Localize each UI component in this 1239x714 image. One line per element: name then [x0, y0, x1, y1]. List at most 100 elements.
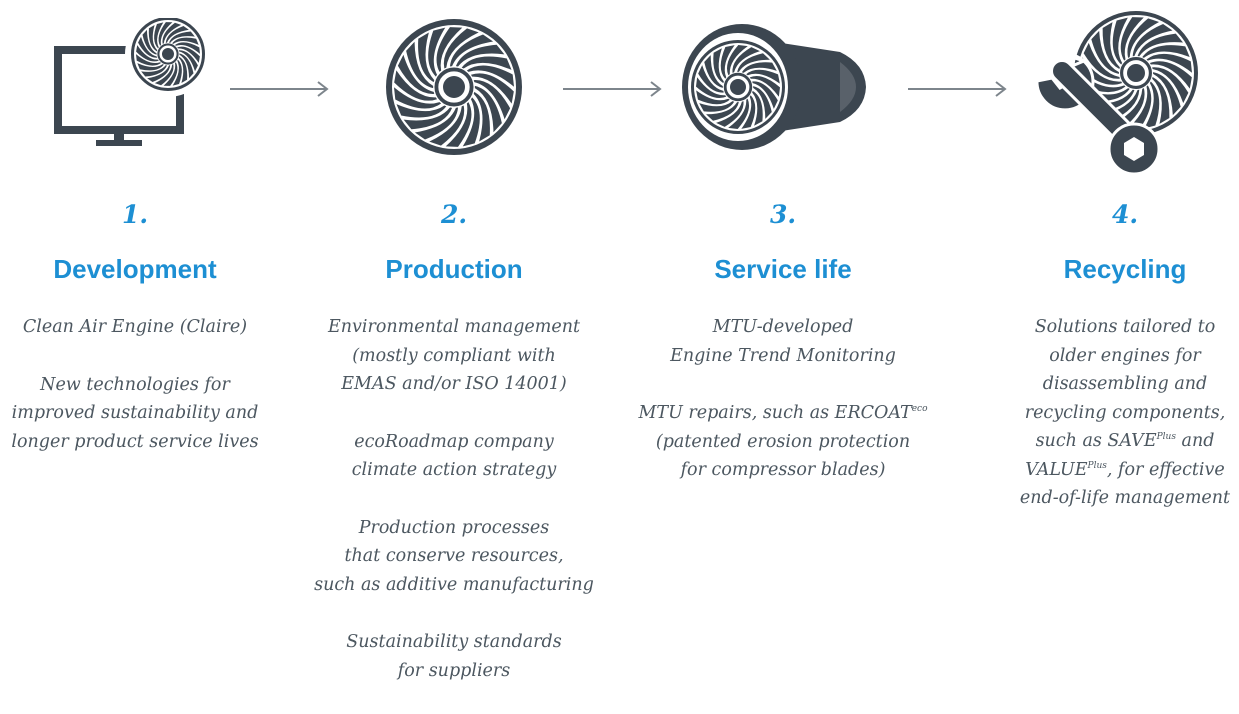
text-line: Sustainability standards: [346, 632, 562, 652]
fan-blade: [698, 65, 724, 93]
fan-blade: [394, 70, 438, 101]
superscript: Plus: [1087, 460, 1107, 471]
text-line: (mostly compliant with: [352, 345, 556, 366]
fan-blade: [749, 75, 780, 97]
fan-blade: [741, 62, 777, 73]
monitor-turbine-icon: [54, 18, 211, 146]
fan-blade: [1149, 61, 1192, 89]
paragraph: Clean Air Engine (Claire): [0, 313, 300, 342]
stage-number: 4.: [1111, 200, 1139, 229]
fan-blade: [1127, 18, 1160, 58]
fan-blade: [1102, 22, 1120, 70]
superscript: Plus: [1156, 432, 1176, 442]
fan-blade: [158, 22, 173, 46]
fan-blade: [1128, 85, 1152, 129]
fan-blade: [397, 54, 435, 94]
fan-blade: [753, 86, 772, 119]
fan-blade: [455, 44, 505, 67]
fan-blade: [428, 27, 446, 77]
fan-blade: [732, 47, 760, 73]
superscript: eco: [911, 404, 928, 414]
fan-blade: [1137, 33, 1183, 57]
fan-blade: [179, 53, 194, 79]
text-line: New technologies for: [40, 374, 230, 395]
arrow-right-icon: [908, 81, 1007, 97]
fan-blade: [148, 24, 158, 52]
fan-blade: [474, 85, 502, 133]
fan-blade: [142, 29, 157, 55]
fan-blade: [716, 101, 744, 127]
fan-blade: [137, 63, 164, 71]
text-line: for suppliers: [397, 660, 511, 681]
stage-description: MTU-developed Engine Trend Monitoring MT…: [618, 313, 948, 514]
text-line: for compressor blades): [680, 460, 886, 480]
jet-engine-icon: [682, 24, 866, 150]
fan-blade: [436, 27, 463, 72]
fan-blade: [473, 80, 511, 120]
text-fragment: , for effective: [1106, 459, 1225, 480]
turbine-fan-icon: [386, 19, 522, 155]
fan-blade: [414, 107, 459, 140]
text-line: ecoRoadmap company: [354, 431, 554, 452]
fan-blade: [466, 65, 514, 87]
fan-blade: [449, 34, 494, 67]
text-line: EMAS and/or ISO 14001): [341, 374, 567, 394]
text-line: disassembling and: [1042, 374, 1208, 394]
fan-blade: [713, 48, 724, 84]
paragraph: ecoRoadmap company climate action strate…: [289, 428, 619, 485]
text-fragment: such as SAVE: [1035, 431, 1157, 451]
fan-blade: [1152, 76, 1170, 124]
text-fragment: MTU repairs, such as ERCOAT: [638, 403, 912, 423]
text-line: such as SAVEPlus and: [960, 427, 1239, 456]
arrow-right-icon: [563, 81, 662, 97]
fan-blade: [728, 98, 750, 129]
fan-hub: [162, 48, 174, 60]
fan-hub: [443, 76, 465, 98]
fan-blade: [154, 22, 164, 49]
paragraph: Production processes that conserve resou…: [289, 514, 619, 600]
fan-blade: [752, 81, 778, 109]
fan-blade: [470, 73, 514, 104]
stage-description: Solutions tailored to older engines for …: [960, 313, 1239, 542]
fan-blade: [138, 36, 158, 58]
stage-number: 2.: [440, 200, 468, 229]
fan-blade: [429, 105, 465, 146]
fan-blade: [177, 46, 200, 63]
fan-blade: [136, 54, 161, 66]
fan-blade: [169, 31, 195, 43]
text-line: end-of-life management: [1019, 488, 1231, 508]
fan-blade: [699, 101, 735, 112]
fan-blade: [1132, 23, 1173, 57]
fan-blade: [706, 102, 739, 121]
fan-blade: [141, 65, 167, 77]
fan-blade: [1112, 17, 1128, 65]
turbine-fan: [386, 19, 522, 155]
fan-blade: [172, 59, 182, 86]
wrench-shape: [1035, 52, 1161, 176]
fan-blade: [720, 45, 735, 79]
fan-blade: [394, 87, 442, 109]
text-line: Engine Trend Monitoring: [670, 345, 896, 366]
fan-blade: [165, 25, 189, 43]
fan-blade: [746, 69, 780, 84]
fan-blade: [403, 107, 453, 130]
stage-description: Environmental management (mostly complia…: [289, 313, 619, 714]
fan-blade: [147, 65, 171, 83]
fan-blade: [696, 77, 727, 99]
paragraph: New technologies for improved sustainabi…: [0, 371, 300, 457]
fan-blade: [418, 32, 435, 83]
fan-blade: [696, 90, 730, 105]
fan-blade: [741, 95, 756, 129]
text-line: Production processes: [358, 517, 550, 538]
stage-number: 1.: [121, 200, 149, 229]
fan-blade: [1144, 81, 1160, 129]
stage-title: Recycling: [1063, 254, 1187, 284]
paragraph: MTU-developed Engine Trend Monitoring: [618, 313, 948, 370]
fan-blade: [445, 102, 472, 147]
turbine-fan: [131, 18, 205, 91]
text-fragment: VALUE: [1025, 459, 1088, 480]
text-line: that conserve resources,: [344, 546, 564, 566]
text-line: MTU-developed: [712, 317, 854, 337]
text-line: Environmental management: [327, 317, 581, 337]
text-line: longer product service lives: [11, 431, 259, 452]
